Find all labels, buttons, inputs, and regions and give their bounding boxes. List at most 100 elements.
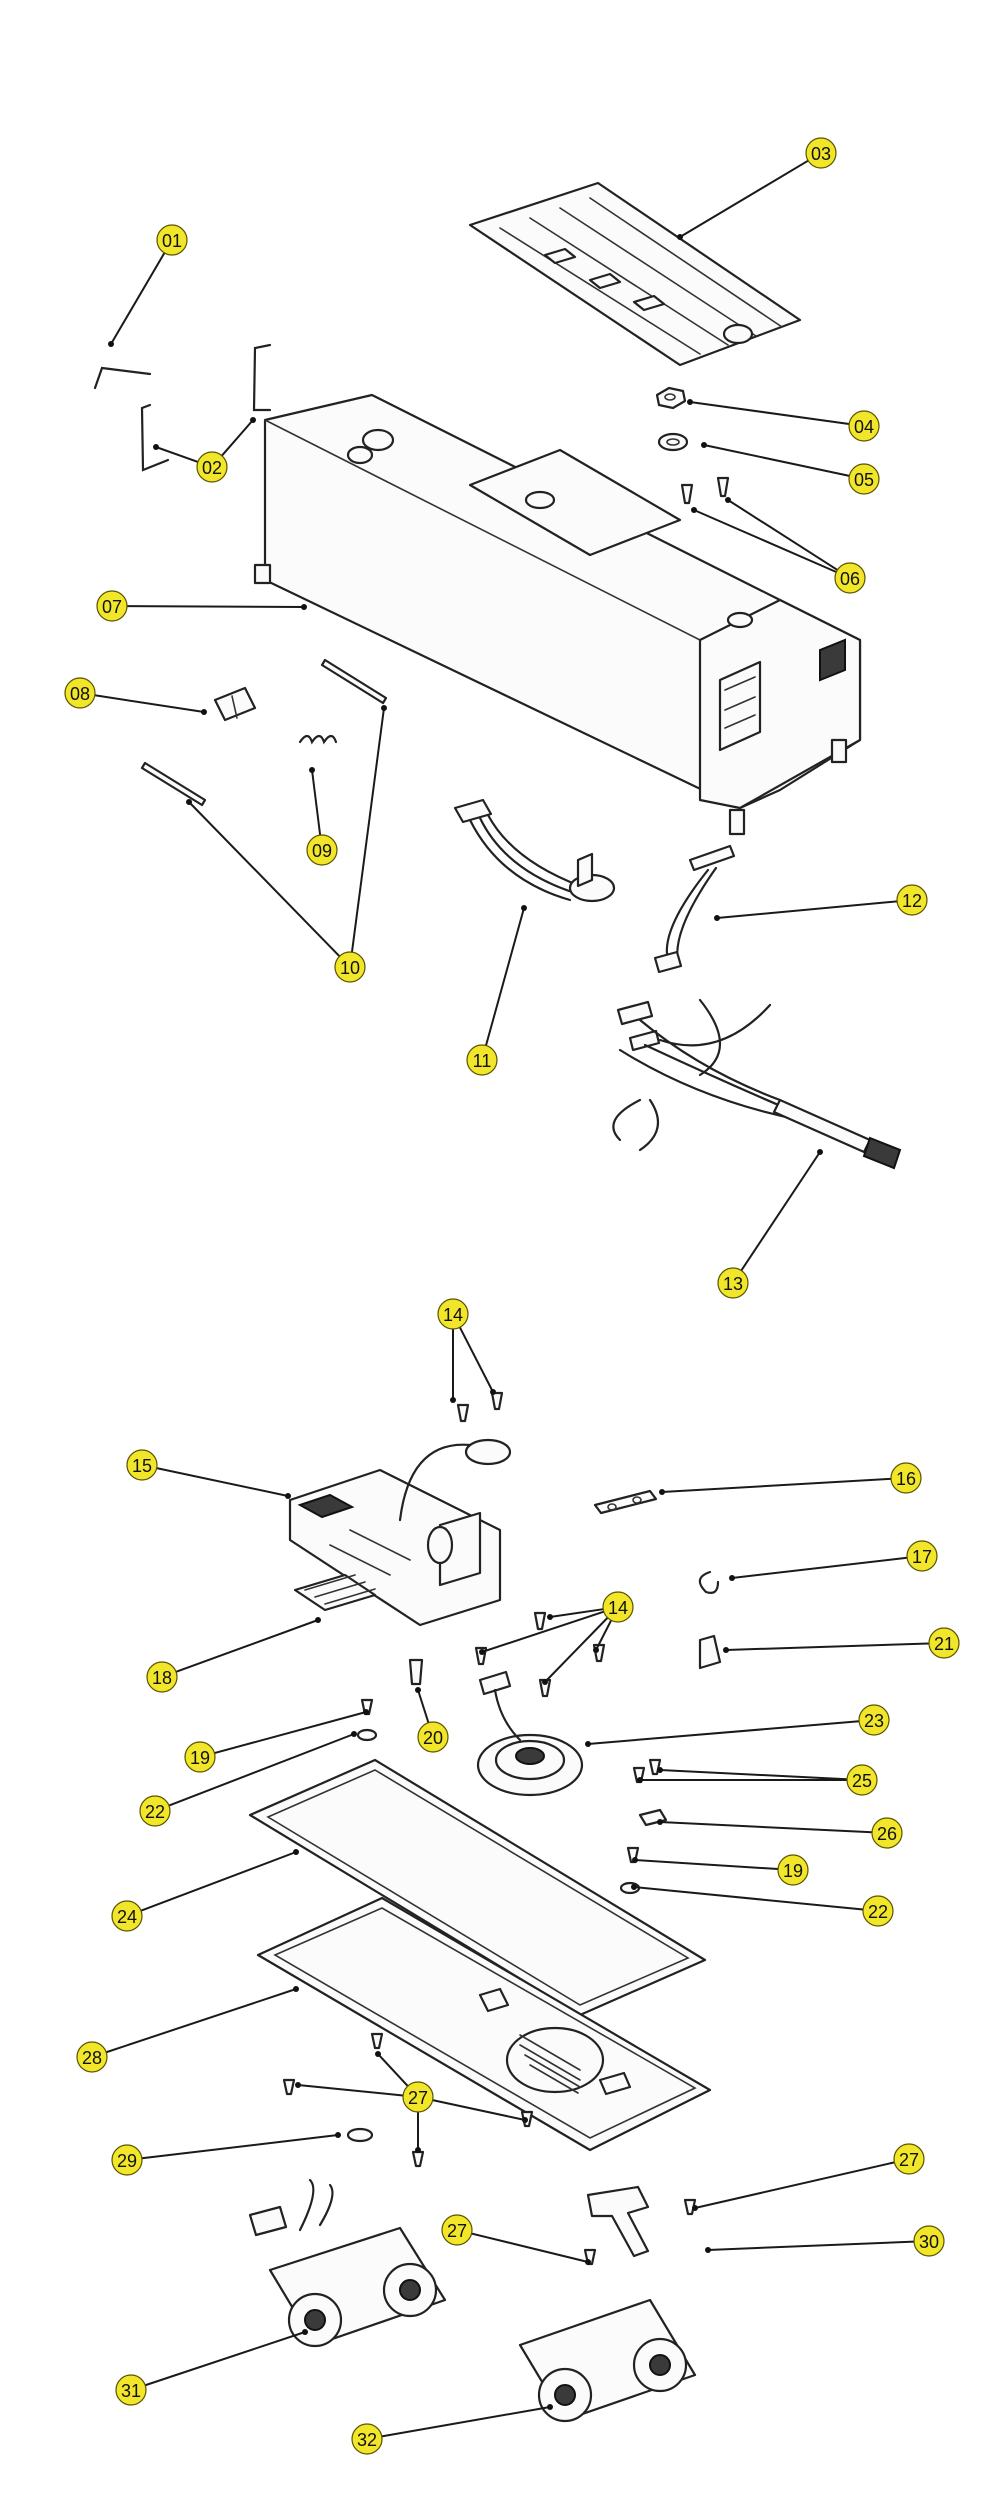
callout-badge bbox=[111, 2144, 143, 2176]
leader-dot-14 bbox=[593, 1647, 599, 1653]
callout-badge bbox=[115, 2374, 147, 2406]
callout-badge bbox=[441, 2214, 473, 2246]
callout-number: 19 bbox=[783, 1861, 803, 1881]
callout-05: 05 bbox=[848, 463, 880, 495]
callout-number: 14 bbox=[608, 1598, 628, 1618]
leader-line-14 bbox=[549, 1608, 604, 1618]
leader-dot-06 bbox=[691, 507, 697, 513]
leader-line-23 bbox=[587, 1720, 860, 1745]
callout-22: 22 bbox=[862, 1895, 894, 1927]
callout-badge bbox=[805, 137, 837, 169]
leader-line-10 bbox=[350, 707, 385, 953]
leader-dot-04 bbox=[687, 399, 693, 405]
leader-line-02 bbox=[155, 446, 199, 463]
leader-dot-02 bbox=[153, 444, 159, 450]
callout-13: 13 bbox=[717, 1267, 749, 1299]
callout-02: 02 bbox=[196, 451, 228, 483]
part-roof-hatch bbox=[468, 181, 802, 367]
callout-14: 14 bbox=[602, 1591, 634, 1623]
callout-number: 20 bbox=[423, 1728, 443, 1748]
leader-dot-02 bbox=[250, 417, 256, 423]
part-volume-control bbox=[453, 798, 616, 903]
part-main-harness bbox=[612, 998, 902, 1170]
leader-line-22 bbox=[168, 1733, 355, 1807]
callout-number: 18 bbox=[152, 1668, 172, 1688]
leader-line-20 bbox=[417, 1689, 430, 1724]
callout-10: 10 bbox=[334, 951, 366, 983]
leader-dot-08 bbox=[201, 709, 207, 715]
callout-badge bbox=[437, 1298, 469, 1330]
leader-dot-14 bbox=[542, 1679, 548, 1685]
callout-badge bbox=[893, 2143, 925, 2175]
leader-dot-10 bbox=[381, 705, 387, 711]
callout-badge bbox=[777, 1854, 809, 1886]
callout-number: 04 bbox=[854, 417, 874, 437]
leader-line-29 bbox=[141, 2134, 339, 2160]
callout-27: 27 bbox=[441, 2214, 473, 2246]
leader-dot-15 bbox=[285, 1493, 291, 1499]
callout-badge bbox=[96, 590, 128, 622]
leader-line-01 bbox=[110, 252, 166, 345]
callout-badge bbox=[64, 677, 96, 709]
leader-dot-25 bbox=[657, 1767, 663, 1773]
callout-number: 26 bbox=[877, 1824, 897, 1844]
leader-dot-19 bbox=[632, 1857, 638, 1863]
leader-line-11 bbox=[485, 907, 525, 1046]
part-screws-27-washer-29-bracket-30 bbox=[282, 2032, 697, 2266]
callout-labels: 0102030405060708091011121314141516171819… bbox=[64, 137, 960, 2455]
callout-badge bbox=[862, 1895, 894, 1927]
leader-dot-16 bbox=[659, 1489, 665, 1495]
callout-25: 25 bbox=[846, 1764, 878, 1796]
leader-dot-01 bbox=[108, 341, 114, 347]
leader-dot-13 bbox=[817, 1149, 823, 1155]
part-truck-31 bbox=[248, 2178, 447, 2348]
callout-11: 11 bbox=[466, 1044, 498, 1076]
callout-badge bbox=[196, 451, 228, 483]
callout-badge bbox=[76, 2041, 108, 2073]
leader-line-06 bbox=[727, 499, 838, 571]
leader-dot-07 bbox=[301, 604, 307, 610]
leader-dot-27 bbox=[692, 2205, 698, 2211]
callout-01: 01 bbox=[156, 224, 188, 256]
callout-badge bbox=[126, 1449, 158, 1481]
callout-03: 03 bbox=[805, 137, 837, 169]
leader-line-14 bbox=[595, 1619, 613, 1651]
leader-line-18 bbox=[175, 1619, 319, 1673]
leader-dot-03 bbox=[677, 234, 683, 240]
leader-line-24 bbox=[140, 1851, 297, 1912]
callout-badge bbox=[139, 1795, 171, 1827]
callout-number: 09 bbox=[312, 841, 332, 861]
part-body-shell bbox=[253, 393, 862, 836]
leader-dot-23 bbox=[585, 1741, 591, 1747]
leader-dot-11 bbox=[521, 905, 527, 911]
callout-07: 07 bbox=[96, 590, 128, 622]
callout-badge bbox=[858, 1704, 890, 1736]
callout-12: 12 bbox=[896, 884, 928, 916]
leader-line-19 bbox=[214, 1711, 367, 1755]
leader-dot-26 bbox=[657, 1819, 663, 1825]
callout-number: 10 bbox=[340, 958, 360, 978]
callout-badge bbox=[417, 1721, 449, 1753]
callout-number: 27 bbox=[899, 2150, 919, 2170]
leader-dot-14 bbox=[547, 1614, 553, 1620]
leader-line-27 bbox=[471, 2232, 589, 2263]
leader-line-04 bbox=[689, 401, 850, 425]
callout-27: 27 bbox=[893, 2143, 925, 2175]
callout-18: 18 bbox=[146, 1661, 178, 1693]
callout-number: 11 bbox=[473, 1051, 492, 1071]
callout-number: 17 bbox=[912, 1547, 932, 1567]
leader-line-27 bbox=[297, 2084, 404, 2097]
callout-16: 16 bbox=[890, 1462, 922, 1494]
callout-29: 29 bbox=[111, 2144, 143, 2176]
callout-15: 15 bbox=[126, 1449, 158, 1481]
callout-badge bbox=[602, 1591, 634, 1623]
callout-17: 17 bbox=[906, 1540, 938, 1572]
callout-number: 12 bbox=[902, 891, 922, 911]
leader-line-27 bbox=[432, 2099, 526, 2121]
leader-line-14 bbox=[458, 1326, 494, 1393]
leader-line-14 bbox=[481, 1610, 605, 1653]
leader-dot-22 bbox=[351, 1731, 357, 1737]
callout-badge bbox=[351, 2423, 383, 2455]
callout-number: 01 bbox=[162, 231, 182, 251]
callout-number: 06 bbox=[840, 569, 860, 589]
